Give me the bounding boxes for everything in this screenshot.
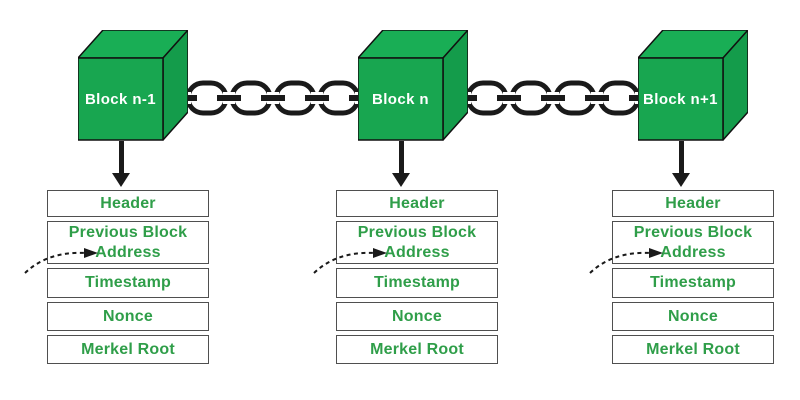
chain-link-icon-1 — [183, 80, 363, 116]
block-cube-1: Block n-1 — [78, 30, 188, 142]
down-arrow-icon-2 — [392, 141, 410, 187]
field-row: Header — [336, 190, 498, 217]
block-fields-table-2: Header Previous Block Address Timestamp … — [336, 190, 498, 364]
arrow-shaft — [118, 141, 124, 173]
field-row: Nonce — [47, 302, 209, 331]
block-cube-label: Block n — [372, 90, 429, 108]
down-arrow-icon-1 — [112, 141, 130, 187]
block-cube-label: Block n+1 — [643, 90, 718, 108]
arrow-shaft — [678, 141, 684, 173]
block-cube-3: Block n+1 — [638, 30, 748, 142]
cube-icon — [638, 30, 748, 141]
field-row: Nonce — [336, 302, 498, 331]
cube-icon — [78, 30, 188, 141]
field-row: Previous Block Address — [336, 221, 498, 264]
field-row: Nonce — [612, 302, 774, 331]
block-fields-table-1: Header Previous Block Address Timestamp … — [47, 190, 209, 364]
arrow-head — [672, 173, 690, 187]
dashed-arrow-icon-2 — [313, 248, 387, 274]
field-row: Previous Block Address — [47, 221, 209, 264]
dashed-arrow-icon-3 — [589, 248, 663, 274]
field-row: Merkel Root — [47, 335, 209, 364]
cube-icon — [358, 30, 468, 141]
down-arrow-icon-3 — [672, 141, 690, 187]
arrow-head — [112, 173, 130, 187]
field-row: Timestamp — [47, 268, 209, 298]
arrow-head — [392, 173, 410, 187]
arrow-shaft — [398, 141, 404, 173]
field-row: Header — [47, 190, 209, 217]
chain-link-icon-2 — [463, 80, 643, 116]
block-fields-table-3: Header Previous Block Address Timestamp … — [612, 190, 774, 364]
block-cube-label: Block n-1 — [84, 90, 157, 108]
block-cube-2: Block n — [358, 30, 468, 142]
field-row: Merkel Root — [612, 335, 774, 364]
field-row: Timestamp — [612, 268, 774, 298]
field-row: Merkel Root — [336, 335, 498, 364]
field-row: Header — [612, 190, 774, 217]
field-row: Timestamp — [336, 268, 498, 298]
dashed-arrow-icon-1 — [24, 248, 98, 274]
field-row: Previous Block Address — [612, 221, 774, 264]
